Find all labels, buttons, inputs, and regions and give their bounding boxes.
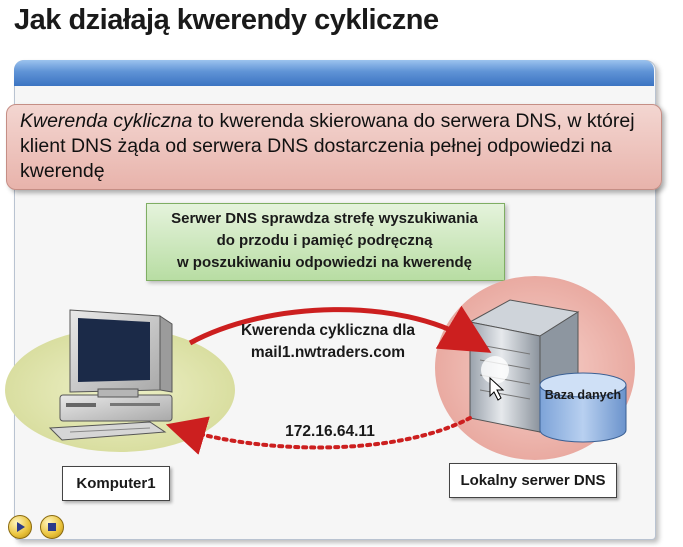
definition-box [6,104,662,190]
stop-icon [48,523,56,531]
definition-term: Kwerenda cykliczna [20,110,193,132]
definition-text: Kwerenda cykliczna to kwerenda skierowan… [20,109,660,184]
server-note-text: Serwer DNS sprawdza strefę wyszukiwania … [146,208,503,274]
server-note-box [146,203,505,281]
database-label: Baza danych [544,388,622,402]
query-arrow [188,305,492,353]
play-icon [17,522,25,532]
server-note-line-2: do przodu i pamięć podręczną [216,232,433,249]
computer-icon [48,309,173,441]
response-arrow [165,416,472,455]
query-label: Kwerenda cykliczna dla mail1.nwtraders.c… [218,320,438,364]
response-ip-label: 172.16.64.11 [285,423,375,440]
panel-header-bar [14,60,654,86]
play-button[interactable] [8,515,32,539]
client-label: Komputer1 [62,466,170,501]
mouse-pointer-icon [489,376,505,401]
query-line-2: mail1.nwtraders.com [250,344,406,361]
server-note-line-3: w poszukiwaniu odpowiedzi na kwerendę [176,254,473,271]
server-note-line-1: Serwer DNS sprawdza strefę wyszukiwania [171,210,478,227]
definition-body: to kwerenda skierowana do serwera DNS, w… [20,110,635,182]
server-label: Lokalny serwer DNS [449,463,617,498]
slide-title: Jak działają kwerendy cykliczne [14,4,439,36]
stop-button[interactable] [40,515,64,539]
database-icon [539,372,627,443]
query-line-1: Kwerenda cykliczna dla [240,322,416,339]
